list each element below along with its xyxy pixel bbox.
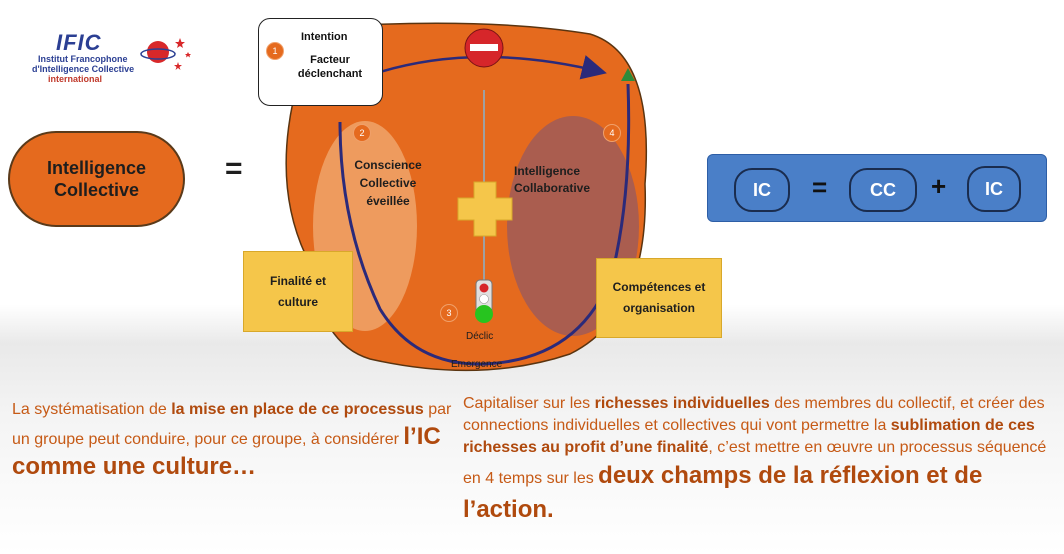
- equation-box: IC = CC + IC: [707, 154, 1047, 222]
- step-1-badge: 1: [266, 42, 284, 60]
- bl-text-1: La systématisation de: [12, 401, 172, 418]
- emergence-label: Emergence: [451, 359, 503, 370]
- traffic-light-icon: [475, 279, 493, 323]
- equation-term-ic: IC: [734, 168, 790, 212]
- no-entry-icon: [464, 28, 504, 68]
- finalite-culture-label: Finalité et culture: [269, 273, 326, 309]
- equals-sign: =: [225, 152, 243, 185]
- competences-organisation-label: Compétences et organisation: [612, 280, 706, 315]
- ific-logo: IFIC Institut Francophone d'Intelligence…: [32, 30, 202, 90]
- conscience-collective-label: Conscience Collective éveillée: [354, 158, 422, 208]
- bottom-left-text: La systématisation de la mise en place d…: [12, 396, 452, 483]
- logo-line-1: Institut Francophone: [38, 54, 128, 64]
- bl-text-2: par un groupe peut conduire, pour ce gro…: [12, 401, 452, 448]
- br-end: .: [547, 496, 554, 523]
- step-4-badge: 4: [603, 124, 621, 142]
- competences-organisation-box: Compétences et organisation: [596, 258, 722, 338]
- declic-label: Déclic: [466, 331, 494, 342]
- br-text-1: Capitaliser sur les: [463, 395, 595, 412]
- step-3-badge: 3: [440, 304, 458, 322]
- logo-line-2: d'Intelligence Collective: [32, 64, 135, 74]
- br-text-2: des membres du collectif, et créer des c…: [463, 395, 1045, 434]
- intelligence-collective-label: Intelligence Collective: [46, 158, 147, 200]
- equation-term-cc: CC: [849, 168, 917, 212]
- intention-subtitle: Facteur déclenchant: [297, 54, 363, 80]
- bl-big: l’IC comme une culture…: [12, 423, 441, 480]
- process-path: [338, 83, 631, 366]
- yellow-plus: [457, 181, 513, 237]
- br-text-3: , c’est mettre en œuvre un processus séq…: [463, 439, 1047, 487]
- bl-bold-1: la mise en place de ce processus: [171, 401, 424, 418]
- intention-box: 1 Intention Facteur déclenchant: [258, 18, 383, 106]
- green-arrow-head: [621, 68, 635, 81]
- logo-line-3: international: [48, 74, 103, 84]
- process-diagram: [285, 22, 648, 372]
- br-bold-1: richesses individuelles: [594, 395, 770, 412]
- bottom-right-text: Capitaliser sur les richesses individuel…: [463, 393, 1053, 527]
- finalite-culture-box: Finalité et culture: [243, 251, 353, 332]
- logo-acronym: IFIC: [56, 30, 102, 55]
- intelligence-collective-pill: Intelligence Collective: [8, 131, 185, 227]
- br-bold-2: sublimation de ces richesses au profit d…: [463, 417, 1035, 456]
- intention-title: Intention: [301, 31, 348, 43]
- equation-plus: +: [931, 171, 947, 201]
- equation-term-ic-2: IC: [967, 166, 1021, 212]
- intelligence-collaborative-label: Intelligence Collaborative: [514, 164, 591, 195]
- br-big: deux champs de la réflexion et de l’acti…: [463, 462, 983, 523]
- equation-equals: =: [812, 172, 828, 202]
- logo-planet-icon: [140, 38, 191, 70]
- step-2-badge: 2: [353, 124, 371, 142]
